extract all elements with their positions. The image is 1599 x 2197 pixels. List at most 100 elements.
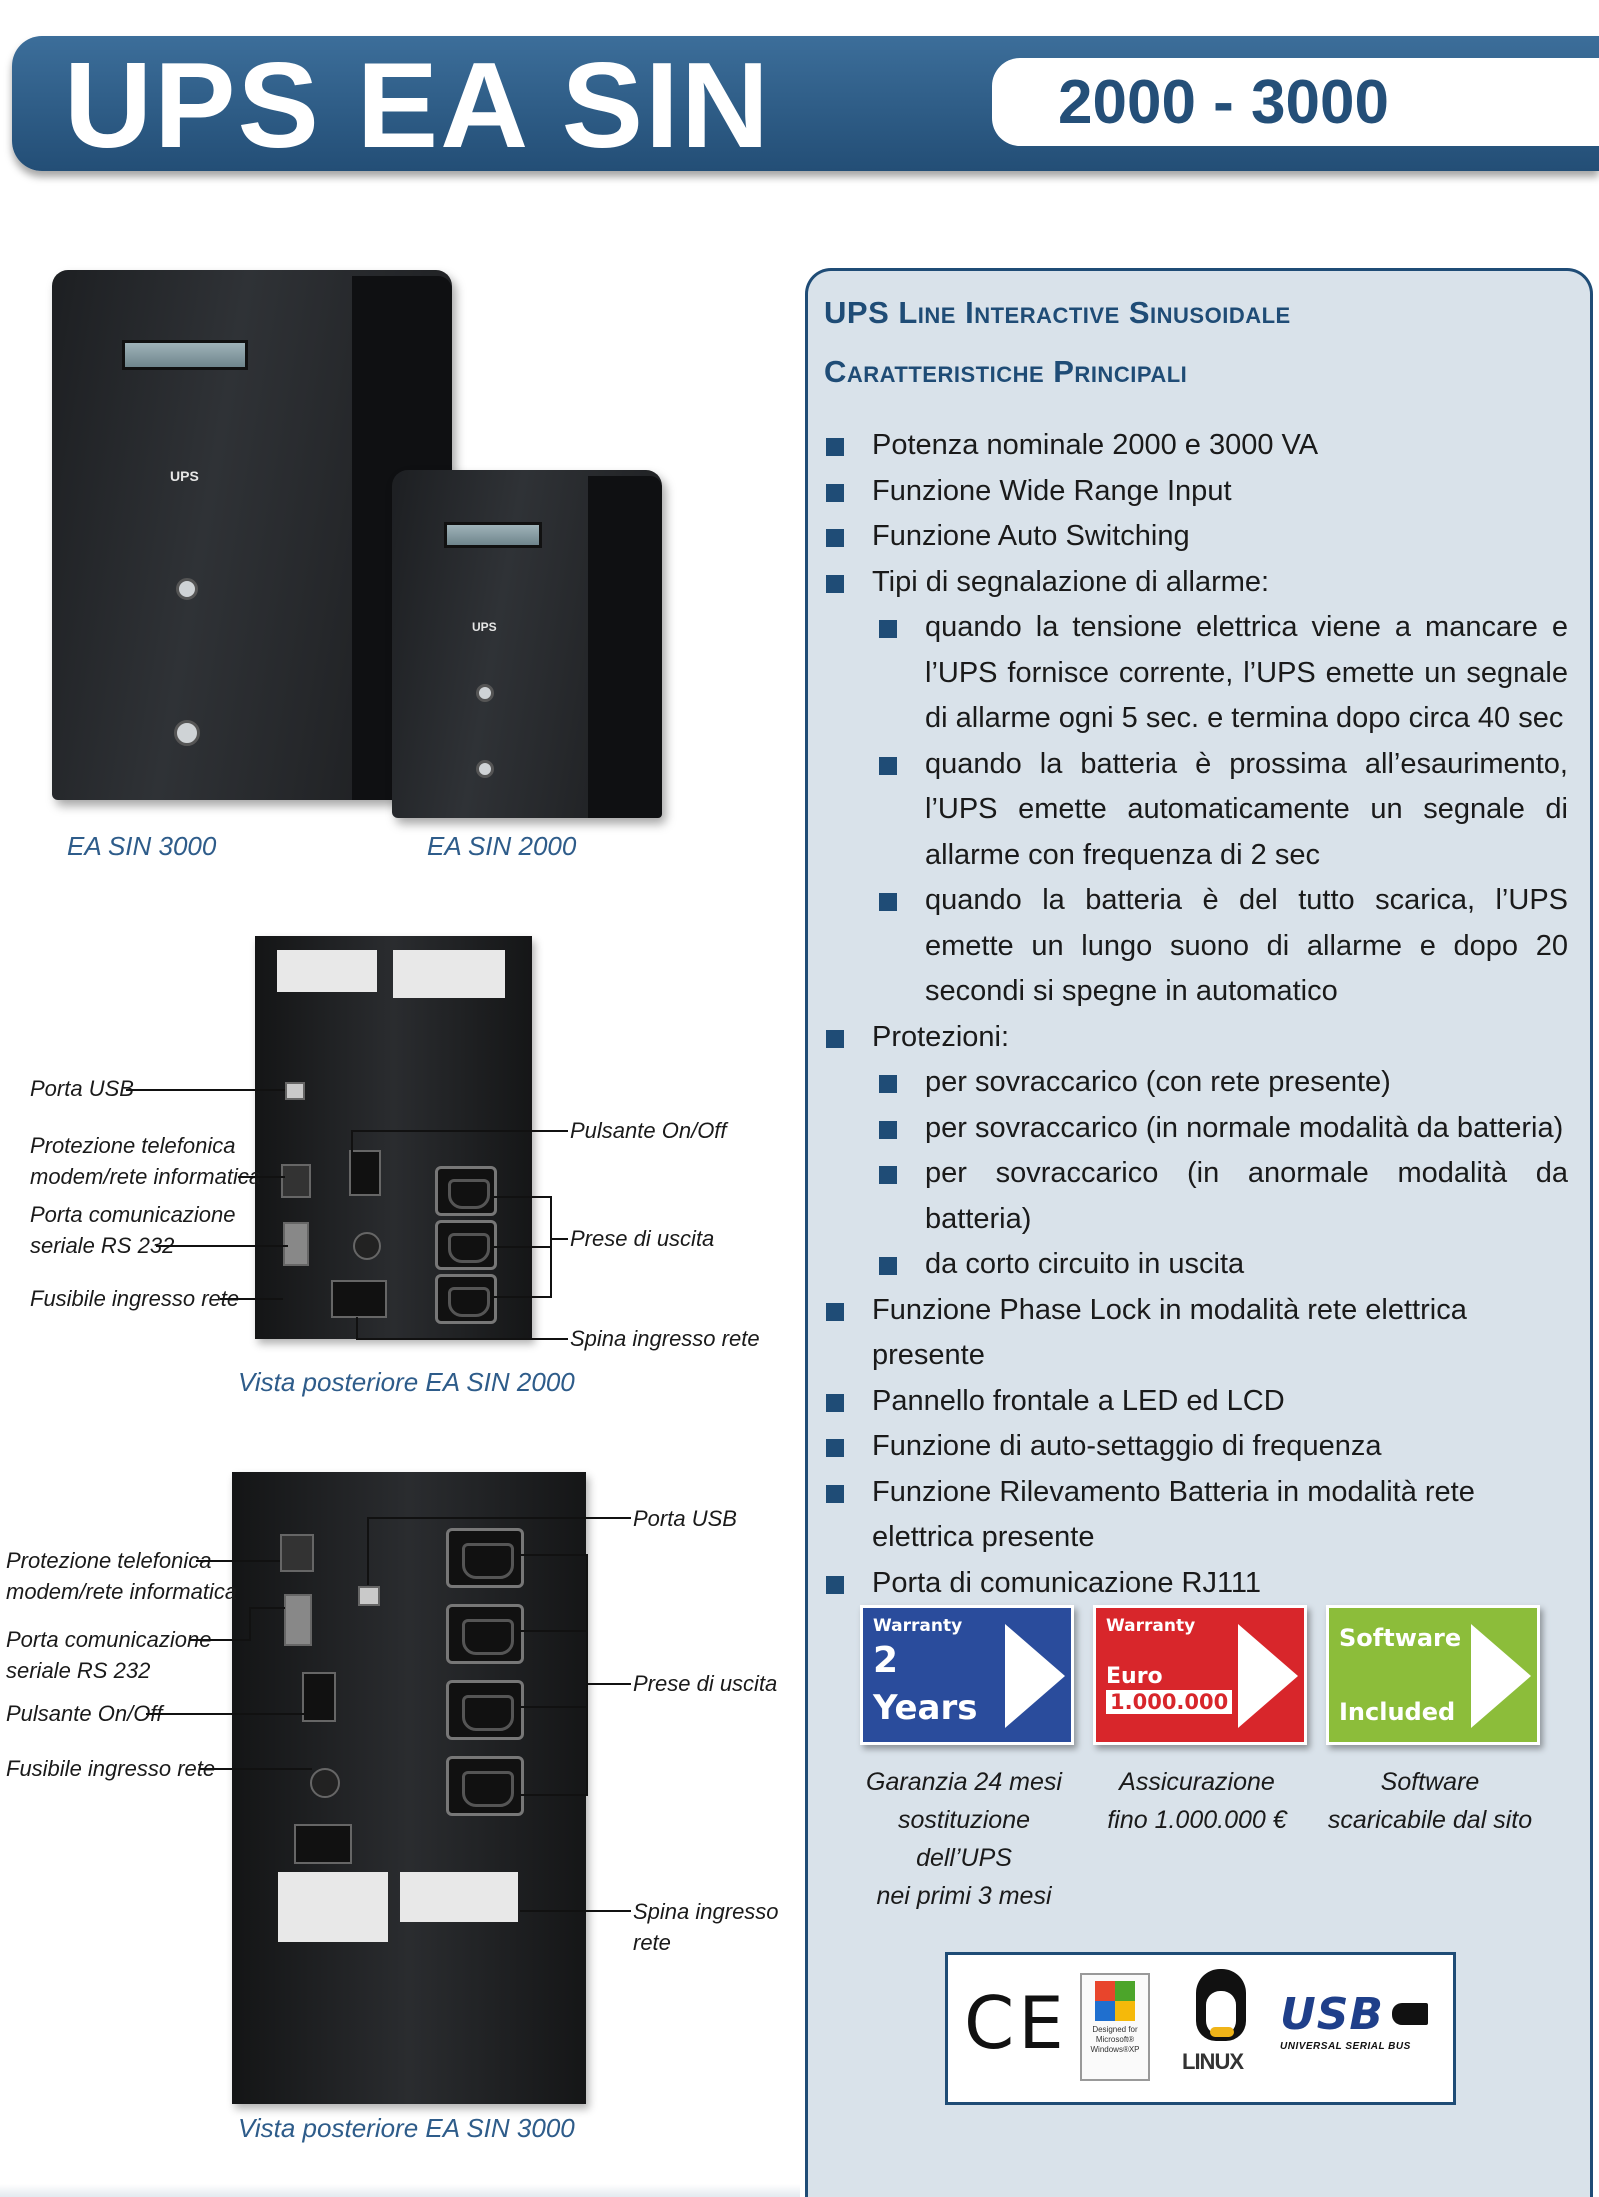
badge-2-top: Warranty [1106,1616,1196,1636]
callout-3000-outlets: Prese di uscita [633,1671,778,1696]
badge-2-caption-line-2: fino 1.000.000 € [1107,1806,1287,1834]
rear-2000-image [255,936,532,1339]
caption-ea-sin-3000: EA SIN 3000 [67,831,217,861]
feature-text: quando la batteria è del tutto scarica, … [925,884,1568,1007]
bullet-square-icon [826,574,844,593]
feature-text: per sovraccarico (in anormale modalità d… [925,1157,1568,1235]
rear-3000-fuse [310,1768,340,1798]
callout-3000-serial-line-1: Porta comunicazione [6,1627,212,1652]
rear-2000-tel-port [281,1164,311,1198]
badge-3-caption: Software scaricabile dal sito [1315,1763,1545,1839]
feature-item: Funzione Auto Switching [824,514,1568,560]
windows-flag-icon [1095,1981,1135,2021]
feature-text: per sovraccarico (in normale modalità da… [925,1111,1564,1144]
bullet-square-icon [826,438,844,456]
badge-1-top: Warranty [873,1616,963,1636]
rear-3000-tel-port [280,1534,314,1572]
tux-penguin-icon [1196,1969,1246,2041]
ups-2000-button-1 [476,684,494,702]
rear-2000-warning-sticker [393,950,505,998]
rear-2000-outlet-1 [435,1166,497,1216]
bullet-square-icon [826,1393,844,1412]
feature-item: Funzione Wide Range Input [824,469,1568,515]
feature-subitem: per sovraccarico (in anormale modalità d… [824,1151,1568,1242]
feature-text: Funzione Auto Switching [872,520,1190,552]
linux-logo: LINUX [1182,1969,1262,2089]
bullet-square-icon [826,1484,844,1503]
linux-logo-text: LINUX [1182,2049,1244,2074]
windows-xp-logo: Designed for Microsoft® Windows®XP [1080,1973,1150,2081]
badge-insurance: Warranty Euro 1.000.000 [1093,1605,1307,1745]
rear-2000-outlet-3 [435,1274,497,1324]
usb-logo: USB UNIVERSAL SERIAL BUS [1280,1993,1440,2073]
rear-3000-outlet-2 [446,1604,524,1664]
bullet-square-icon [879,1166,897,1184]
feature-text: Funzione Wide Range Input [872,474,1232,507]
callout-2000-tel-line-2: modem/rete informatica [30,1164,262,1189]
ups-3000-logo: UPS [170,468,199,484]
badge-2-arrow-icon [1238,1624,1298,1728]
feature-text: Potenza nominale 2000 e 3000 VA [872,429,1319,461]
rear-3000-image [232,1472,586,2104]
rear-2000-outlet-2 [435,1220,497,1270]
rear-3000-outlet-1 [446,1528,524,1588]
bullet-square-icon [879,1257,897,1275]
callout-3000-tel-line-1: Protezione telefonica [6,1548,212,1573]
bullet-square-icon [826,529,844,547]
badge-3-line-1: Software [1339,1624,1462,1652]
bullet-square-icon [879,756,897,775]
front-view-photo: UPS UPS [40,240,662,830]
feature-item: Funzione di auto-settaggio di frequenza [824,1424,1568,1470]
feature-text: per sovraccarico (con rete presente) [925,1066,1391,1098]
bullet-square-icon [826,1302,844,1321]
feature-item: Funzione Rilevamento Batteria in modalit… [824,1470,1568,1561]
callout-2000-tel-line-1: Protezione telefonica [30,1133,236,1158]
callout-3000-tel-line-2: modem/rete informatica [6,1579,238,1604]
badge-1-line-2: Years [873,1688,978,1728]
rear-2000-power-switch [349,1150,381,1196]
windows-logo-line-1: Designed for [1092,2025,1138,2034]
rear-3000-label-sticker [278,1872,388,1942]
badge-1-arrow-icon [1005,1624,1065,1728]
model-range-tab: 2000 - 3000 [992,58,1599,146]
callout-3000-serial-line-2: seriale RS 232 [6,1658,151,1683]
feature-subitem: quando la tensione elettrica viene a man… [824,605,1568,742]
model-range: 2000 - 3000 [1058,68,1389,137]
caption-rear-3000: Vista posteriore EA SIN 3000 [238,2113,575,2143]
ups-2000-logo: UPS [472,620,497,634]
feature-subitem: per sovraccarico (con rete presente) [824,1060,1568,1106]
bullet-square-icon [826,1575,844,1594]
footer-divider [0,2184,800,2197]
bullet-square-icon [826,483,844,502]
certification-logos: CE Designed for Microsoft® Windows®XP LI… [945,1952,1456,2105]
ups-3000-lcd [122,340,248,370]
callout-3000-inlet-line-2: rete [633,1930,671,1955]
callout-2000-power-button: Pulsante On/Off [570,1118,727,1143]
callout-2000-serial-line-2: seriale RS 232 [30,1233,175,1258]
callout-3000-fuse: Fusibile ingresso rete [6,1756,216,1781]
rear-3000-serial-port [284,1594,312,1646]
ups-2000-button-2 [476,760,494,778]
badge-1-line-1: 2 [873,1640,899,1681]
rear-3000-warning-sticker [400,1872,518,1922]
bullet-square-icon [879,1075,897,1093]
usb-logo-subtitle: UNIVERSAL SERIAL BUS [1280,2041,1411,2052]
rear-2000-label-sticker [277,950,377,992]
feature-text: Funzione di auto-settaggio di frequenza [872,1430,1382,1462]
usb-plug-icon [1392,2003,1428,2025]
ce-mark-icon: CE [964,1981,1068,2065]
rear-2000-fuse [353,1232,381,1260]
rear-3000-power-switch [302,1672,336,1722]
badge-3-line-2: Included [1339,1698,1456,1726]
badge-1-caption-line-2: sostituzione dell’UPS [897,1806,1031,1872]
rear-2000-inlet [331,1280,387,1318]
caption-rear-2000: Vista posteriore EA SIN 2000 [238,1367,575,1397]
feature-text: Funzione Rilevamento Batteria in modalit… [872,1475,1475,1554]
feature-subitem: quando la batteria è prossima all’esauri… [824,742,1568,879]
feature-subitem: per sovraccarico (in normale modalità da… [824,1106,1568,1152]
badge-3-caption-line-2: scaricabile dal sito [1327,1806,1533,1834]
badge-1-caption: Garanzia 24 mesi sostituzione dell’UPS n… [849,1763,1079,1915]
badge-warranty-2-years: Warranty 2 Years [860,1605,1074,1745]
ups-2000-lcd [444,522,542,548]
